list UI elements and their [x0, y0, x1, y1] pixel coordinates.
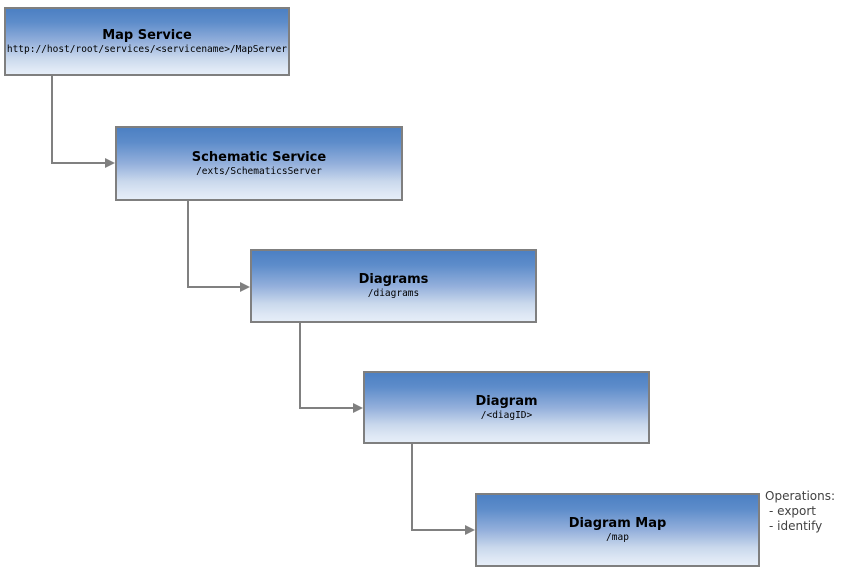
node-diagram: Diagram /<diagID>	[363, 371, 650, 444]
node-title: Diagrams	[358, 272, 429, 287]
node-url-path: /exts/SchematicsServer	[196, 165, 322, 177]
node-schematic-service: Schematic Service /exts/SchematicsServer	[115, 126, 403, 201]
node-title: Diagram Map	[568, 516, 667, 531]
node-map-service: Map Service http://host/root/services/<s…	[4, 7, 290, 76]
node-title: Diagram	[475, 393, 538, 409]
operation-identify: - identify	[769, 519, 823, 533]
node-title: Schematic Service	[191, 149, 327, 165]
connector-line-vertical	[51, 76, 53, 164]
connector-line-vertical	[299, 323, 301, 409]
connector-line-horizontal	[187, 286, 240, 288]
operation-export: - export	[769, 504, 817, 518]
arrowhead-icon	[353, 403, 363, 413]
connector-line-horizontal	[299, 407, 353, 409]
node-url-path: /diagrams	[367, 288, 420, 299]
operations-label: Operations:	[765, 489, 836, 503]
node-url-path: http://host/root/services/<servicename>/…	[6, 43, 288, 55]
arrowhead-icon	[240, 282, 250, 292]
node-url-path: /map	[606, 532, 629, 543]
node-diagrams: Diagrams /diagrams	[250, 249, 537, 323]
connector-line-horizontal	[51, 162, 105, 164]
arrowhead-icon	[105, 158, 115, 168]
connector-line-horizontal	[411, 529, 465, 531]
node-diagram-map: Diagram Map /map	[475, 493, 760, 567]
node-url-path: /<diagID>	[480, 409, 533, 421]
connector-line-vertical	[411, 444, 413, 531]
arrowhead-icon	[465, 525, 475, 535]
node-title: Map Service	[102, 27, 192, 43]
operations-annotation: Operations: - export - identify	[765, 489, 835, 534]
connector-line-vertical	[187, 201, 189, 288]
